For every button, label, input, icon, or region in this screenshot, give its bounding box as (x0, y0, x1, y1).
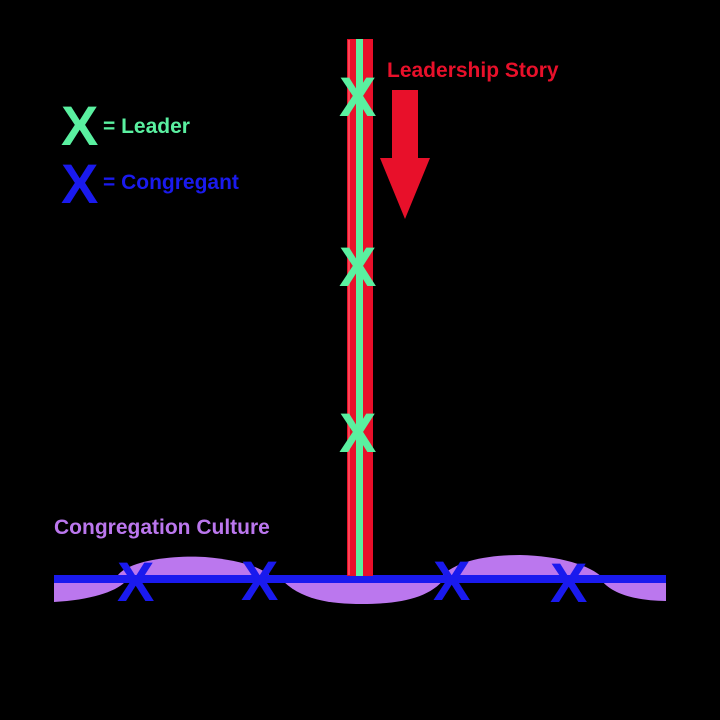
congregant-marker: X (550, 551, 587, 614)
culture-blob-right (600, 578, 666, 601)
congregant-marker: X (433, 549, 470, 612)
legend-congregant-icon: X (61, 152, 98, 215)
legend-leader-label: = Leader (103, 115, 190, 138)
culture-blob-upper-right (440, 555, 603, 578)
leader-path-line (356, 39, 363, 576)
leader-marker: X (339, 65, 376, 128)
leader-markers: X X X (339, 65, 376, 464)
legend-congregant-label: = Congregant (103, 171, 239, 194)
congregation-culture-label: Congregation Culture (54, 516, 270, 539)
culture-blob-center (280, 578, 445, 604)
leadership-story-label: Leadership Story (387, 59, 559, 82)
leader-marker: X (339, 401, 376, 464)
congregant-marker: X (241, 549, 278, 612)
leadership-story-arrow (380, 90, 430, 219)
congregation-culture-shape (54, 555, 666, 604)
congregation-line (54, 575, 666, 583)
congregant-marker: X (117, 550, 154, 613)
culture-blob-upper-left (116, 556, 272, 578)
legend: X = Leader X = Congregant (61, 94, 239, 215)
leader-marker: X (339, 235, 376, 298)
legend-leader-icon: X (61, 94, 98, 157)
culture-blob-left (54, 578, 125, 602)
congregant-markers: X X X X (117, 549, 587, 614)
